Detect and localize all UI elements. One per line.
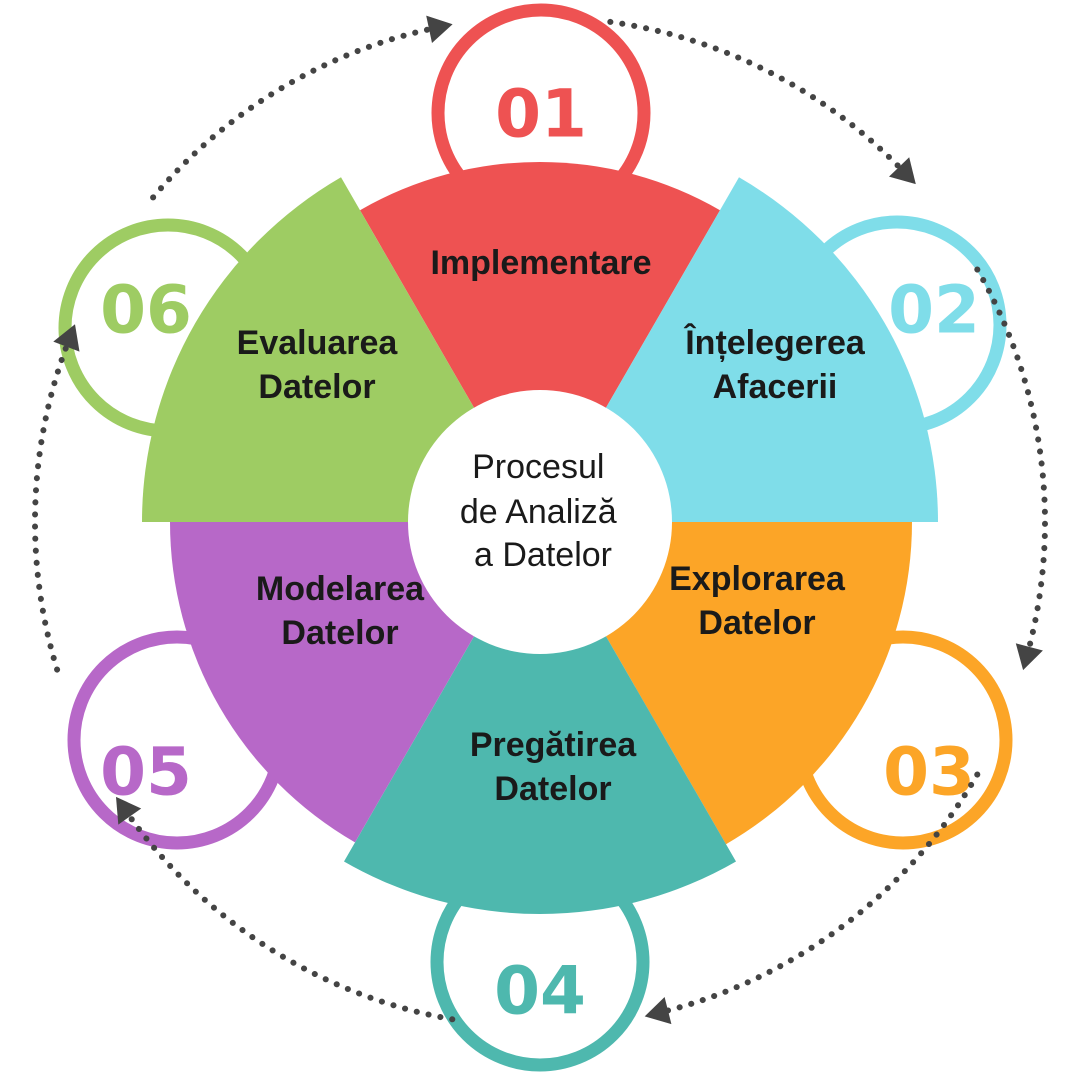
cycle-arrow-1	[607, 18, 916, 185]
cycle-arrow-3-dots	[659, 771, 981, 1015]
step-3-label-line-2: Datelor	[698, 604, 815, 642]
center-title-line-2: de Analiză	[460, 493, 617, 531]
step-3-label-line-1: Explorarea	[669, 560, 846, 598]
step-2-number: 02	[888, 272, 980, 349]
step-1-label: Implementare	[430, 244, 651, 282]
center-title: Procesul de Analiză a Datelor	[460, 448, 626, 574]
step-5-label-line-1: Modelarea	[256, 570, 425, 608]
step-5-number: 05	[100, 734, 192, 811]
step-6-number: 06	[100, 272, 192, 349]
cycle-arrow-5	[32, 324, 80, 673]
step-4-number: 04	[494, 953, 586, 1030]
step-1-wedge	[360, 161, 720, 522]
center-hub: Procesul de Analiză a Datelor	[408, 390, 672, 654]
cycle-arrow-6	[150, 15, 453, 201]
cycle-arrow-3	[644, 771, 981, 1025]
cycle-arrow-5-dots	[32, 338, 72, 673]
cycle-arrows	[32, 15, 1048, 1025]
step-1-label-line-1: Implementare	[430, 244, 651, 282]
step-2-label-line-1: Înțelegerea	[683, 324, 866, 362]
step-2-label-line-2: Afacerii	[713, 368, 838, 406]
step-4-label-line-2: Datelor	[494, 770, 611, 808]
cycle-arrow-2	[974, 266, 1048, 671]
cycle-arrow-5-head	[53, 324, 80, 352]
step-5-label-line-2: Datelor	[281, 614, 398, 652]
step-4-label-line-1: Pregătirea	[470, 726, 637, 764]
cycle-arrow-6-dots	[150, 25, 438, 201]
cycle-arrow-3-head	[644, 997, 672, 1025]
center-title-line-3: a Datelor	[474, 536, 612, 574]
center-circle	[408, 390, 672, 654]
step-1-badge: 01	[431, 3, 651, 223]
cycle-arrow-6-head	[426, 15, 453, 43]
cycle-arrow-1-head	[889, 157, 916, 185]
step-6-label-line-1: Evaluarea	[237, 324, 399, 362]
cycle-arrow-2-head	[1015, 643, 1043, 671]
cycle-arrow-4-head	[116, 796, 142, 825]
step-4-wedge	[344, 522, 736, 915]
cycle-arrow-1-dots	[607, 18, 907, 175]
step-1-number: 01	[495, 76, 587, 153]
cycle-arrow-4	[116, 796, 456, 1023]
center-title-line-1: Procesul	[472, 448, 604, 486]
step-3-number: 03	[883, 734, 975, 811]
step-6-label-line-2: Datelor	[258, 368, 375, 406]
